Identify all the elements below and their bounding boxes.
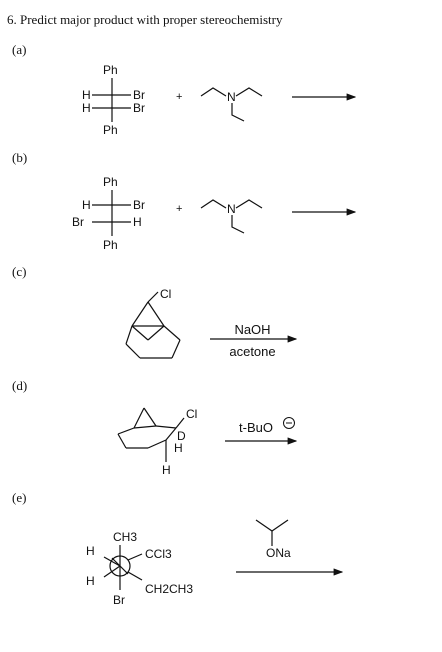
part-a-plus: +	[176, 91, 182, 103]
part-e-newman	[103, 545, 143, 590]
part-a-r1-right: Br	[133, 88, 145, 102]
part-b-amine-n: N	[227, 202, 236, 216]
part-d-bicycle	[117, 407, 185, 462]
question-title: 6. Predict major product with proper ste…	[7, 12, 283, 27]
part-d-reagent: t-BuO	[239, 420, 273, 435]
part-e-front-left-top: H	[86, 544, 95, 558]
part-e-back-right-top: CCl3	[145, 547, 172, 561]
part-a-r2-right: Br	[133, 101, 145, 115]
part-b-label: (b)	[12, 150, 28, 165]
reagent-c-top: NaOH	[234, 322, 271, 337]
reagent-c-bottom: acetone	[229, 344, 276, 359]
part-a-top-ph: Ph	[103, 63, 118, 77]
part-a-r2-left: H	[82, 101, 91, 115]
part-a-r1-left: H	[82, 88, 91, 102]
part-b-r1-right: Br	[133, 198, 145, 212]
part-b-fischer	[92, 190, 131, 236]
part-e-front-left-bottom: H	[86, 574, 95, 588]
part-e-front-bottom: Br	[113, 593, 125, 607]
part-a-amine-n: N	[227, 90, 236, 104]
part-e-label: (e)	[12, 490, 27, 505]
part-e-front-top: CH3	[113, 530, 137, 544]
part-c-bicycle	[125, 291, 181, 359]
part-a-fischer	[92, 78, 131, 122]
part-a-bottom-ph: Ph	[103, 123, 118, 137]
part-d-negative-charge	[283, 417, 295, 429]
part-c-cl: Cl	[160, 287, 171, 301]
part-c-label: (c)	[12, 264, 27, 279]
part-b-r2-right: H	[133, 215, 142, 229]
part-a-triethylamine	[200, 87, 263, 122]
part-b-bottom-ph: Ph	[103, 238, 118, 252]
part-e-back-right-bottom: CH2CH3	[145, 582, 193, 596]
part-d-cl: Cl	[186, 407, 197, 421]
part-e-isopropoxide	[255, 519, 289, 546]
part-e-reagent: ONa	[266, 546, 291, 560]
part-b-top-ph: Ph	[103, 175, 118, 189]
part-b-plus: +	[176, 203, 182, 215]
part-d-label: (d)	[12, 378, 28, 393]
part-d-d: D	[177, 429, 186, 443]
part-d-h1: H	[174, 441, 183, 455]
part-a-label: (a)	[12, 42, 27, 57]
part-b-r1-left: H	[82, 198, 91, 212]
part-b-triethylamine	[200, 199, 263, 234]
part-b-r2-left: Br	[72, 215, 84, 229]
part-d-h2: H	[162, 463, 171, 477]
